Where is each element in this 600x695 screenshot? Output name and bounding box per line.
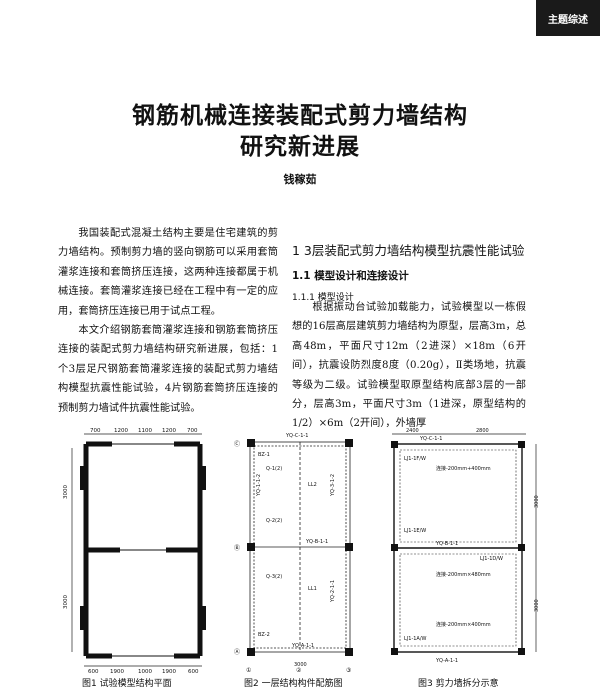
fig2-axis-2: ② <box>296 667 302 674</box>
fig1-dim-bottom-5: 600 <box>188 669 199 674</box>
fig2-axis-1: ① <box>246 667 251 674</box>
fig3-dim-4: 3000 <box>534 599 540 612</box>
fig3-label-lj-d: LJ1-1D/W <box>480 556 503 562</box>
section-tag: 主题综述 <box>536 0 600 36</box>
fig2-label-ll1: LL1 <box>308 586 317 592</box>
section-heading-1-1: 1.1 模型设计和连接设计 <box>292 270 409 282</box>
fig2-label-bz2: BZ-2 <box>258 632 270 638</box>
fig1-dim-bottom-3: 1000 <box>138 669 152 674</box>
fig2-label-yq-3: YQ-3-1-2 <box>330 474 336 497</box>
fig2-axis-b: Ⓑ <box>234 544 240 552</box>
right-paragraph: 根据振动台试验加载能力，试验模型以一栋假想的16层高层建筑剪力墙结构为原型，层高… <box>292 302 526 430</box>
left-paragraph-1: 我国装配式混凝土结构主要是住宅建筑的剪力墙结构。预制剪力墙的竖向钢筋可以采用套筒… <box>58 228 278 317</box>
fig2-label-yq-c: YQ-C-1-1 <box>285 433 308 439</box>
fig2-label-yq-b: YQ-B-1-1 <box>305 539 328 545</box>
fig2-axis-c: Ⓒ <box>234 440 240 448</box>
fig2-label-yq-1: YQ-1-1-2 <box>256 474 262 497</box>
fig2-bottom-dim: 3000 <box>294 662 307 668</box>
fig3-label-lj-a: LJ1-1A/W <box>404 636 427 642</box>
fig1-dim-top-5: 700 <box>187 428 198 434</box>
figure-3-wall-split: YQ-C-1-1 YQ-B-1-1 YQ-A-1-1 LJ1-1F/W LJ1-… <box>391 428 540 664</box>
article-author: 钱稼茹 <box>283 173 317 186</box>
fig3-label-yq-a: YQ-A-1-1 <box>435 658 458 664</box>
fig1-dim-top-4: 1200 <box>162 428 176 434</box>
fig3-note-3: 连接-200mm×400mm <box>436 621 491 628</box>
figure-3-caption: 图3 剪力墙拆分示意 <box>418 679 499 689</box>
fig2-label-ll2: LL2 <box>308 482 317 488</box>
article-title-line2: 研究新进展 <box>240 134 360 160</box>
fig1-dim-top-3: 1100 <box>138 428 152 434</box>
fig2-label-bz1: BZ-1 <box>258 452 270 458</box>
fig1-dim-bottom-1: 600 <box>88 669 99 674</box>
figure-1-caption: 图1 试验模型结构平面 <box>82 679 172 689</box>
left-column: 我国装配式混凝土结构主要是住宅建筑的剪力墙结构。预制剪力墙的竖向钢筋可以采用套筒… <box>58 224 278 418</box>
article-title-line1: 钢筋机械连接装配式剪力墙结构 <box>132 103 468 129</box>
fig3-label-lj-e: LJ1-1E/W <box>404 528 426 534</box>
right-column: 根据振动台试验加载能力，试验模型以一栋假想的16层高层建筑剪力墙结构为原型，层高… <box>292 298 526 434</box>
fig3-note-1: 连接-200mm+400mm <box>436 465 491 472</box>
fig1-dim-top-1: 700 <box>90 428 101 434</box>
fig1-dim-bottom-2: 1900 <box>110 669 124 674</box>
fig3-dim-3: 3000 <box>534 495 540 508</box>
fig3-label-yq-c: YQ-C-1-1 <box>419 436 442 442</box>
figure-1-floor-plan: 700 1200 1100 1200 700 3000 3000 600 190… <box>63 428 206 674</box>
fig3-dim-2: 2800 <box>476 428 489 434</box>
figure-2-reinforcement: YQ-C-1-1 YQ-B-1-1 YQ-A-1-1 YQ-1-1-2 YQ-3… <box>234 433 353 674</box>
fig3-label-lj-f: LJ1-1F/W <box>404 456 426 462</box>
section-heading-1: 1 3层装配式剪力墙结构模型抗震性能试验 <box>292 243 525 258</box>
fig2-label-yq-a: YQ-A-1-1 <box>291 643 314 649</box>
fig2-label-yq-2: YQ-2-1-1 <box>330 580 336 603</box>
fig3-note-2: 连接-200mm×480mm <box>436 571 491 578</box>
left-paragraph-2: 本文介绍钢筋套筒灌浆连接和钢筋套筒挤压连接的装配式剪力墙结构研究新进展，包括：1… <box>58 325 278 414</box>
fig1-dim-bottom-4: 1900 <box>162 669 176 674</box>
fig2-label-q1: Q-1(2) <box>266 466 282 472</box>
fig2-label-q3: Q-3(2) <box>266 574 282 580</box>
fig2-axis-3: ③ <box>346 667 351 674</box>
fig3-label-yq-b: YQ-B-1-1 <box>435 541 458 547</box>
section-heading-1-1-1: 1.1.1 模型设计 <box>292 293 354 303</box>
fig1-dim-side-1: 3000 <box>63 485 69 499</box>
figure-2-caption: 图2 一层结构构件配筋图 <box>244 679 343 689</box>
fig3-dim-1: 2400 <box>406 428 419 434</box>
fig1-dim-top-2: 1200 <box>114 428 128 434</box>
fig2-label-q2: Q-2(2) <box>266 518 282 524</box>
fig1-dim-side-2: 3000 <box>63 595 69 609</box>
fig2-axis-a: Ⓐ <box>234 648 240 656</box>
